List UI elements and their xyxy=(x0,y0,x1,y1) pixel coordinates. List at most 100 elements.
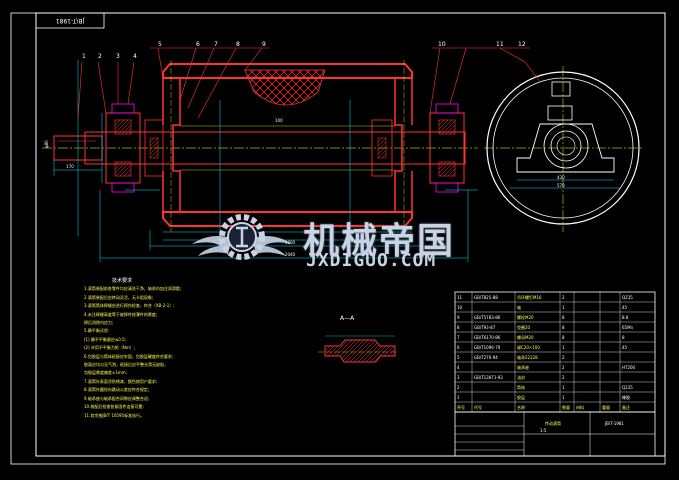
bom-cell: Q235 xyxy=(622,385,633,390)
bom-cell: 6 xyxy=(457,345,460,350)
bom-cell: 1 xyxy=(562,305,565,310)
drum-outer-circle xyxy=(486,71,640,225)
bom-cell: HT200 xyxy=(622,365,636,370)
part-label: 8 xyxy=(236,41,240,48)
bom-cell: 轴承座 xyxy=(517,364,529,370)
bom-cell: 螺栓M20 xyxy=(517,314,534,320)
part-label: 1 xyxy=(82,53,86,60)
part-label: 9 xyxy=(262,41,266,48)
leaders-front xyxy=(77,47,467,119)
tech-line: 9.轴承座与轴承配合间隙应调整合适; xyxy=(84,395,150,401)
bom-cell: 10 xyxy=(457,305,463,310)
bom-cell: 螺母M20 xyxy=(517,334,534,340)
bom-cell: 45 xyxy=(622,345,628,350)
lifting-eye-box xyxy=(551,81,571,97)
dim-text-hub: 100 xyxy=(275,118,283,123)
bom-cell: 65Mn xyxy=(622,325,634,330)
bom-header-cell: 代号 xyxy=(474,404,482,410)
part-label: 12 xyxy=(518,41,526,48)
part-label: 3 xyxy=(116,53,120,60)
title-scale: 1:5 xyxy=(540,428,547,433)
dimensions-front xyxy=(53,60,478,262)
drawing-number-box xyxy=(35,12,105,29)
bom-cell: GB/T1096-79 xyxy=(474,345,501,350)
drum-inner-circle xyxy=(492,77,634,219)
bom-cell: GB/T5783-86 xyxy=(474,315,501,320)
bom-cell: GB/T276-94 xyxy=(474,355,498,360)
bom-cell: GB/T6170-86 xyxy=(474,335,501,340)
bom-cell: 垫圈20 xyxy=(517,324,531,330)
tech-line: 8.滚筒外圆径向跳动公差应符合规定; xyxy=(84,387,150,393)
bom-header-cell: 序号 xyxy=(457,404,465,410)
bom-cell: 4 xyxy=(457,365,460,370)
bom-cell: 11 xyxy=(457,295,463,300)
tech-line: 4.未注焊缝高度等于被焊件较薄件的厚度; xyxy=(84,311,158,317)
bom-cell: 2 xyxy=(562,375,565,380)
section-a-a: A—A xyxy=(318,315,398,363)
bom-cell: 油封 xyxy=(517,374,525,380)
right-bearing-housing xyxy=(429,103,465,193)
tech-line: 焊后消除内应力; xyxy=(84,320,114,326)
title-block: 传动滚筒 1:5 JB\T-1981 xyxy=(454,411,656,457)
bearing-ring-3 xyxy=(556,136,576,156)
bom-cell: 45 xyxy=(622,305,628,310)
bom-header-cell: 重量 xyxy=(602,404,610,410)
tech-line: 11.其余按JB/T 10595标准执行。 xyxy=(84,412,145,418)
left-seal xyxy=(144,119,164,177)
bom-header-cell: 数量 xyxy=(562,404,570,410)
front-view: 2040 1800 170 φ80 100 xyxy=(42,47,478,262)
shaft-body xyxy=(84,131,466,165)
bom-cell: 1 xyxy=(562,395,565,400)
bom-cell: 1 xyxy=(562,385,565,390)
bom-cell: 轴 xyxy=(517,304,521,310)
section-label: A—A xyxy=(340,315,355,322)
part-label: 6 xyxy=(196,41,200,48)
watermark-monogram xyxy=(236,226,248,248)
part-label: 10 xyxy=(438,41,446,48)
dim-text-overall: 2040 xyxy=(285,252,296,257)
bom-header-cell: 材料 xyxy=(576,404,584,410)
side-dim-text: 570 xyxy=(557,183,565,188)
tech-line: 1.滚筒装配前各零件均应清洗干净，轴承内加注润滑脂; xyxy=(84,286,182,292)
lagging-hatch-area xyxy=(244,69,326,106)
part-label: 11 xyxy=(496,41,504,48)
title-drawing-no: JB\T-1981 xyxy=(604,421,624,426)
part-label: 5 xyxy=(158,41,162,48)
bom-cell: 3 xyxy=(457,375,460,380)
tech-line: 7.滚筒外表面涂防锈漆，颜色按用户要求; xyxy=(84,378,158,384)
bom-cell: 1 xyxy=(562,345,565,350)
dim-text-phi: φ80 xyxy=(44,140,49,148)
left-hub-disk xyxy=(163,77,181,213)
bom-cell: GB/T825-88 xyxy=(474,295,498,300)
side-dim-text: 430 xyxy=(557,175,565,180)
tech-line: (2) 许用不平衡力矩（Nm）; xyxy=(84,345,136,351)
inner-sheet-frame xyxy=(35,12,666,457)
dim-text-end: 170 xyxy=(66,164,74,169)
tech-line: 3.滚筒筒体焊缝应进行探伤检查，符合（XB-2-1）; xyxy=(84,303,175,309)
bom-header-cell: 名称 xyxy=(517,404,525,410)
watermark-logo xyxy=(192,214,292,260)
left-bearing-housing xyxy=(101,103,141,193)
plummer-block xyxy=(516,123,615,173)
bom-cell: 8 xyxy=(562,315,565,320)
bom-cell: 2 xyxy=(562,295,565,300)
part-label: 7 xyxy=(214,41,218,48)
bom-cell: 橡胶 xyxy=(622,394,630,400)
bom-cell: Q235 xyxy=(622,295,633,300)
tech-line: 5.静平衡试验: xyxy=(84,328,110,334)
bom-cell: 8.8 xyxy=(622,315,629,320)
drawing-number-box-text: JB\T-1981 xyxy=(56,17,86,24)
bom-cell: 吊环螺钉M16 xyxy=(517,294,542,300)
right-seal xyxy=(371,119,393,177)
part-label: 4 xyxy=(133,53,137,60)
watermark-gear xyxy=(219,214,265,260)
section-shape xyxy=(324,339,396,363)
bom-cell: 2 xyxy=(562,365,565,370)
bom-cell: 8 xyxy=(562,335,565,340)
watermark-text-cn: 机械帝国 xyxy=(303,221,456,262)
tech-line: 包胶层厚度偏差±1mm; xyxy=(84,370,128,376)
bom-cell: 2 xyxy=(562,355,565,360)
tech-requirements: 技术要求 1.滚筒装配前各零件均应清洗干净，轴承内加注润滑脂; 2.滚筒装配后应… xyxy=(84,277,181,420)
bom-cell: 键C20×100 xyxy=(517,344,540,350)
